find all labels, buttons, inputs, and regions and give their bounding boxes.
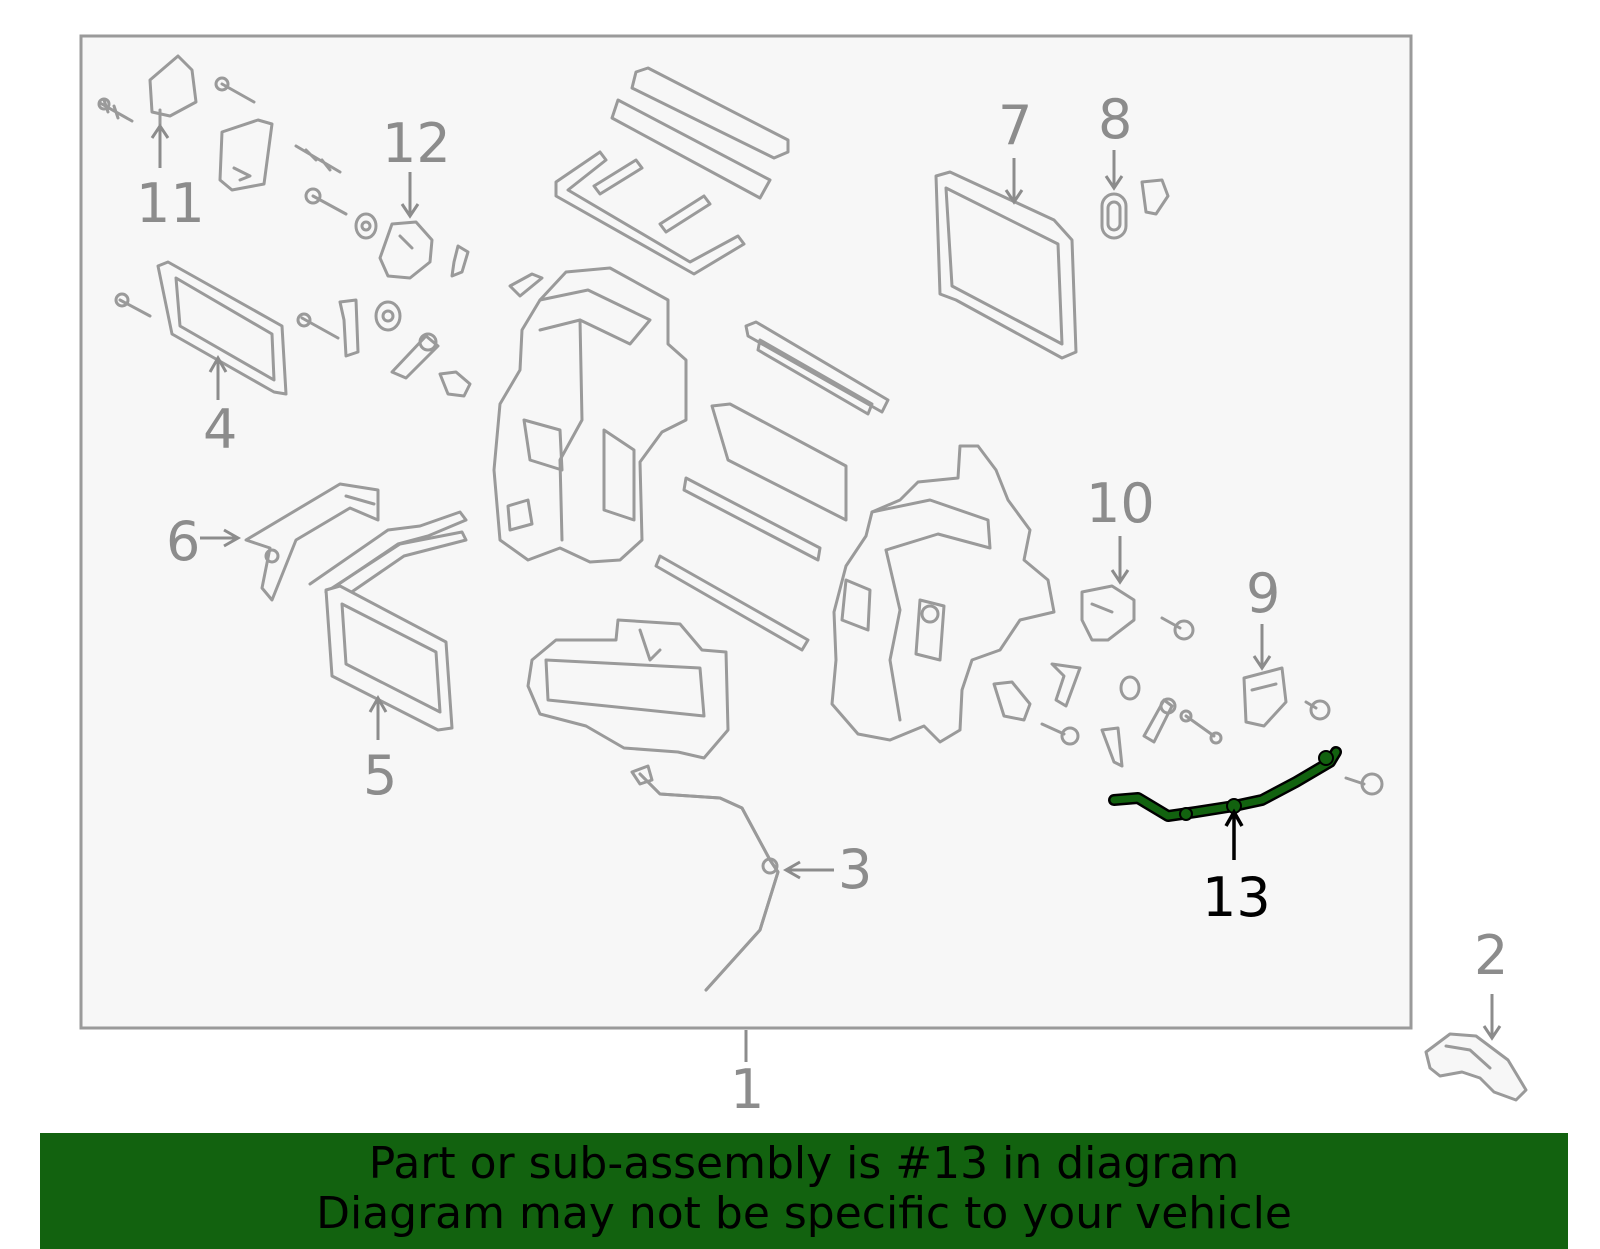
banner-line-2: Diagram may not be specific to your vehi… bbox=[316, 1188, 1292, 1239]
case-left-half bbox=[492, 266, 688, 564]
fasteners-upper-left bbox=[294, 144, 470, 278]
callout-2: 2 bbox=[1474, 924, 1508, 987]
leader-4 bbox=[208, 354, 228, 400]
leader-13 bbox=[1224, 808, 1244, 860]
leader-9 bbox=[1252, 624, 1272, 671]
callout-7: 7 bbox=[998, 94, 1032, 157]
part-6-bracket[interactable] bbox=[244, 482, 380, 602]
callout-12: 12 bbox=[382, 112, 451, 175]
part-4-filter[interactable] bbox=[114, 260, 288, 396]
case-right-half bbox=[830, 444, 1056, 744]
callout-4: 4 bbox=[203, 398, 237, 461]
door-actuator-bracket bbox=[218, 118, 274, 192]
callout-5: 5 bbox=[363, 744, 397, 807]
part-7-evaporator[interactable] bbox=[934, 170, 1078, 360]
assembly-frame bbox=[79, 34, 1413, 1030]
part-12-cover[interactable] bbox=[378, 220, 434, 280]
leader-2 bbox=[1482, 994, 1502, 1041]
leader-10 bbox=[1110, 536, 1130, 585]
leader-11 bbox=[150, 123, 170, 168]
part-8-grommet[interactable] bbox=[1100, 178, 1170, 240]
leader-8 bbox=[1104, 150, 1124, 191]
callout-11: 11 bbox=[136, 172, 205, 235]
part-5-heater-core[interactable] bbox=[308, 510, 468, 732]
part-11-actuator[interactable] bbox=[97, 54, 256, 134]
callout-1: 1 bbox=[730, 1058, 764, 1121]
callout-6: 6 bbox=[166, 510, 200, 573]
callout-8: 8 bbox=[1098, 88, 1132, 151]
lower-case-tray bbox=[526, 618, 730, 760]
part-9-actuator[interactable] bbox=[1242, 666, 1331, 728]
leader-3 bbox=[782, 860, 834, 880]
part-3-drain-hose[interactable] bbox=[630, 764, 780, 992]
fasteners-lower-right bbox=[992, 662, 1223, 768]
leader-12 bbox=[400, 172, 420, 219]
leader-7 bbox=[1004, 158, 1024, 205]
callout-10: 10 bbox=[1086, 472, 1155, 535]
info-banner: Part or sub-assembly is #13 in diagram D… bbox=[40, 1133, 1568, 1249]
callout-13: 13 bbox=[1202, 866, 1271, 929]
banner-line-1: Part or sub-assembly is #13 in diagram bbox=[368, 1138, 1240, 1189]
leader-5 bbox=[368, 694, 388, 740]
center-plates bbox=[654, 320, 890, 652]
part-13-hose-highlighted[interactable] bbox=[1108, 746, 1384, 822]
seal-strips bbox=[554, 66, 790, 276]
levers-mid-left bbox=[296, 272, 544, 398]
callout-9: 9 bbox=[1246, 562, 1280, 625]
part-10-actuator-motor[interactable] bbox=[1080, 584, 1195, 642]
leader-6 bbox=[200, 528, 242, 548]
callout-3: 3 bbox=[838, 838, 872, 901]
part-2-duct[interactable] bbox=[1424, 1032, 1528, 1102]
